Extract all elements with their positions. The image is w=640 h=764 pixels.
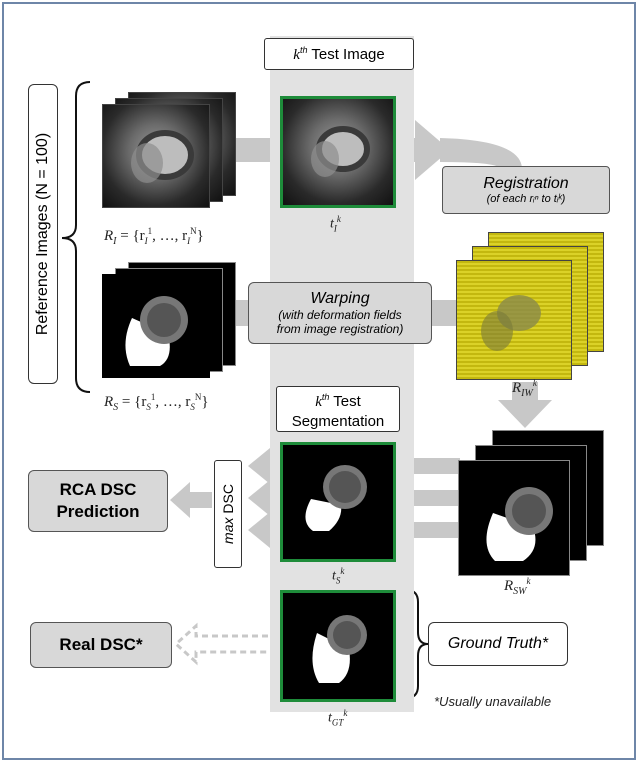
gt-sub: GT <box>331 717 344 728</box>
riw-label: RIWk <box>512 378 537 399</box>
test-seg-image <box>280 442 396 562</box>
test-seg-k: k <box>315 393 322 410</box>
reference-seg-stack <box>102 262 242 392</box>
real-dsc-label: Real DSC* <box>59 635 143 654</box>
test-seg-line1: Test <box>329 392 361 410</box>
arrow-to-real-dsc <box>173 622 280 666</box>
ri-sub: I <box>113 236 117 247</box>
rsw-sup: k <box>526 576 531 586</box>
arrow-to-rca <box>170 482 212 518</box>
rca-dsc-prediction-box: RCA DSC Prediction <box>28 470 168 532</box>
ri-set-sub1: I <box>144 236 148 246</box>
ts-label: tSk <box>332 566 344 585</box>
rs-set-supn: N <box>194 392 202 402</box>
max-dsc-box: max DSC <box>214 460 242 568</box>
real-dsc-box: Real DSC* <box>30 622 172 668</box>
max-dsc-label: max DSC <box>220 484 236 544</box>
rs-symbol: R <box>104 394 114 410</box>
registration-subtitle: (of each rᵢⁿ to tᵢᵏ) <box>486 193 566 205</box>
ts-sup: k <box>340 566 345 576</box>
registration-title: Registration <box>483 175 569 192</box>
warping-subtitle-2: from image registration) <box>276 322 404 336</box>
rsw-image-front <box>458 460 570 576</box>
rca-line1: RCA DSC <box>59 480 137 499</box>
max-dsc-rest: DSC <box>220 484 236 518</box>
ti-sub: I <box>333 223 337 234</box>
reference-bracket <box>61 81 91 393</box>
rsw-label: RSWk <box>504 576 531 597</box>
usually-unavailable-note: *Usually unavailable <box>434 694 552 709</box>
registration-box: Registration (of each rᵢⁿ to tᵢᵏ) <box>442 166 610 214</box>
test-seg-sup: th <box>321 391 330 402</box>
reference-images-label: Reference Images (N = 100) <box>34 132 52 336</box>
ground-truth-label: Ground Truth* <box>447 635 549 652</box>
test-image-title-sup: th <box>299 44 308 55</box>
gt-label: tGTk <box>328 708 347 727</box>
ri-set-mid: , …, r <box>152 228 188 244</box>
ground-truth-box: Ground Truth* <box>428 622 568 666</box>
riw-sub: IW <box>521 388 533 399</box>
rsw-image-stack <box>458 430 608 576</box>
ts-sub: S <box>335 575 341 586</box>
rs-set-open: = {r <box>118 394 147 410</box>
arrow-down-rsw <box>498 382 552 428</box>
rsw-heart-drawing <box>486 487 553 561</box>
test-segmentation-title: kth Test Segmentation <box>276 386 400 432</box>
gt-sup: k <box>343 708 348 718</box>
test-image-title-rest: Test Image <box>307 45 385 63</box>
mr-image-front <box>102 104 210 208</box>
rs-set-label: RS = {rS1, …, rSN} <box>104 392 209 413</box>
ri-set-label: RI = {rI1, …, rIN} <box>104 226 204 247</box>
ground-truth-image <box>280 590 396 702</box>
rs-set-sub2: S <box>190 402 195 412</box>
warping-box: Warping (with deformation fields from im… <box>248 282 432 344</box>
test-mr-heart-drawing <box>311 126 370 177</box>
rsw-sub: SW <box>513 586 527 597</box>
seg-image-front <box>102 274 210 378</box>
warped-heart-drawing <box>481 295 541 351</box>
mr-heart-drawing <box>131 130 194 183</box>
test-image-title: kth Test Image <box>264 38 414 70</box>
warping-subtitle-1: (with deformation fields <box>278 308 402 322</box>
ti-symbol: t <box>330 216 334 232</box>
test-image-title-k: k <box>293 46 300 63</box>
ri-set-supn: N <box>190 226 197 236</box>
gt-symbol: t <box>328 710 332 726</box>
test-seg-heart-drawing <box>305 465 367 531</box>
rs-set-end: } <box>201 394 209 410</box>
rsw-symbol: R <box>504 578 514 594</box>
arrow-curve-registration <box>440 138 522 168</box>
warping-title: Warping <box>310 290 370 307</box>
ri-set-end: } <box>196 228 204 244</box>
seg-heart-drawing <box>125 296 188 366</box>
ts-symbol: t <box>332 568 336 584</box>
rs-set-mid: , …, r <box>155 394 191 410</box>
riw-symbol: R <box>512 380 522 396</box>
max-dsc-italic: max <box>220 517 236 544</box>
rca-line2: Prediction <box>56 502 140 521</box>
warped-image-stack <box>456 232 616 382</box>
rs-set-sub1: S <box>146 402 151 412</box>
warped-image-front <box>456 260 572 380</box>
test-seg-line2: Segmentation <box>291 412 385 430</box>
reference-images-label-box: Reference Images (N = 100) <box>28 84 58 384</box>
riw-sup: k <box>532 378 537 388</box>
ri-symbol: R <box>104 228 114 244</box>
gt-heart-drawing <box>312 615 367 683</box>
ti-sup: k <box>336 214 341 224</box>
ri-set-open: = {r <box>116 228 145 244</box>
ri-set-sup1: 1 <box>147 226 153 236</box>
rs-sub: S <box>113 402 119 413</box>
test-image-symbol: tIk <box>330 214 341 233</box>
rs-set-sup1: 1 <box>150 392 156 402</box>
ri-set-sub2: I <box>187 236 191 246</box>
test-mr-image <box>280 96 396 208</box>
reference-mr-stack <box>102 92 242 222</box>
